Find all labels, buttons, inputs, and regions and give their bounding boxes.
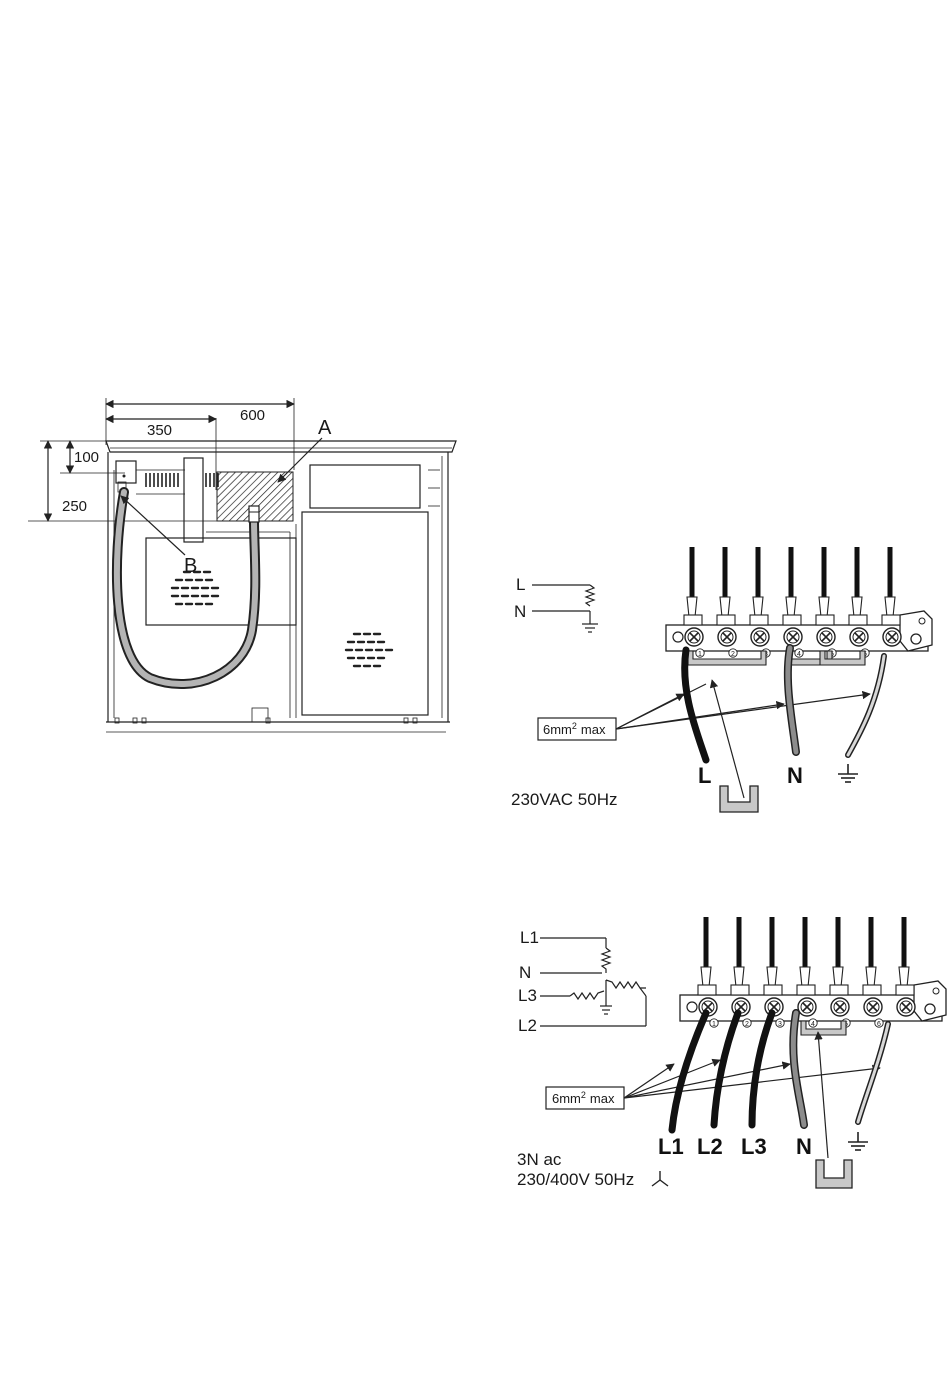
terminal-number: 6 — [877, 1021, 881, 1028]
wire-ferrule — [819, 597, 829, 617]
terminal-clamp — [698, 985, 716, 995]
terminal-label-l3: L3 — [741, 1134, 767, 1159]
terminal-number: 2 — [731, 651, 735, 658]
terminal-clamp — [830, 985, 848, 995]
terminal-clamp — [750, 615, 768, 625]
terminal-clamp — [849, 615, 867, 625]
dim-100-label: 100 — [74, 449, 99, 466]
symbol-label-l2: L2 — [518, 1016, 537, 1035]
oven-back-panel — [146, 538, 296, 625]
oven-vent-grill-right — [346, 634, 392, 666]
terminal-clamp — [717, 615, 735, 625]
worktop-rim — [106, 441, 456, 452]
supply-rating-single: 230VAC 50Hz — [511, 790, 617, 809]
bridge-link-icon — [801, 1021, 846, 1035]
terminal-clamp — [896, 985, 914, 995]
symbol-label-l: L — [516, 575, 525, 594]
terminal-label-l: L — [698, 763, 711, 788]
wire-ferrule — [734, 967, 744, 987]
bridge-leader — [818, 1032, 828, 1158]
terminal-clamp — [731, 985, 749, 995]
terminal-number: 1 — [712, 1021, 716, 1028]
wire-ferrule — [720, 597, 730, 617]
wire-ferrule — [767, 967, 777, 987]
hob-vent-slots — [146, 473, 218, 487]
terminal-clamp — [783, 615, 801, 625]
oven-right-panel — [302, 512, 428, 715]
label-b-leader — [121, 496, 185, 555]
phase-l3-conductor — [752, 1013, 772, 1125]
terminal-number: 4 — [797, 651, 801, 658]
label-a: A — [318, 417, 332, 439]
earth-ground-icon — [848, 1132, 868, 1150]
symbol-label-l1: L1 — [520, 928, 539, 947]
live-conductor — [685, 650, 706, 760]
wire-ferrule — [885, 597, 895, 617]
dim-250-label: 250 — [62, 498, 87, 515]
earth-conductor — [858, 1024, 888, 1122]
symbol-label-n: N — [514, 602, 526, 621]
earth-ground-icon — [582, 624, 598, 632]
supply-rating-line2: 230/400V 50Hz — [517, 1170, 634, 1189]
dim-350-label: 350 — [147, 422, 172, 439]
bridge-leader — [712, 680, 744, 798]
bridge-link-icon — [816, 1160, 852, 1188]
wire-ferrule — [753, 597, 763, 617]
hob-control-box — [310, 465, 420, 508]
terminal-clamp — [882, 615, 900, 625]
wire-ferrule — [899, 967, 909, 987]
wire-ferrule — [800, 967, 810, 987]
hob-support-column — [184, 458, 203, 542]
terminal-label-l1: L1 — [658, 1134, 684, 1159]
supply-rating-line1: 3N ac — [517, 1150, 562, 1169]
wire-ferrule — [687, 597, 697, 617]
installation-drawing: 600 350 100 250 — [28, 398, 456, 732]
terminal-block: 123456 — [666, 547, 932, 665]
terminal-clamp — [863, 985, 881, 995]
terminal-block: 123456 — [680, 917, 946, 1035]
phase-l1-conductor — [672, 1013, 706, 1130]
cable-gland — [249, 506, 259, 522]
terminal-label-n: N — [796, 1134, 812, 1159]
wire-ferrule — [786, 597, 796, 617]
label-a-leader — [278, 438, 322, 482]
earth-bracket — [900, 611, 932, 651]
terminal-clamp — [764, 985, 782, 995]
terminal-clamp — [816, 615, 834, 625]
wire-ferrule — [701, 967, 711, 987]
earth-conductor-outline — [848, 656, 884, 755]
symbol-label-l3: L3 — [518, 986, 537, 1005]
terminal-clamp — [797, 985, 815, 995]
cable-note-leaders — [616, 684, 870, 729]
dim-600-label: 600 — [240, 407, 265, 424]
terminal-number: 3 — [778, 1021, 782, 1028]
label-b: B — [184, 555, 197, 577]
phase-l2-conductor — [714, 1013, 738, 1125]
wire-ferrule — [866, 967, 876, 987]
terminal-number: 1 — [698, 651, 702, 658]
wire-ferrule — [852, 597, 862, 617]
bridge-link-icon — [720, 786, 758, 812]
earth-ground-icon — [838, 764, 858, 782]
terminal-label-n: N — [787, 763, 803, 788]
terminal-label-l2: L2 — [697, 1134, 723, 1159]
wye-star-icon — [652, 1171, 668, 1186]
earth-bracket — [914, 981, 946, 1021]
wire-ferrule — [833, 967, 843, 987]
terminal-box — [116, 461, 136, 483]
resistor-coil-icon — [532, 585, 594, 624]
symbol-label-n: N — [519, 963, 531, 982]
wye-star-icon — [540, 938, 646, 1026]
terminal-number: 2 — [745, 1021, 749, 1028]
terminal-clamp — [684, 615, 702, 625]
terminal-number: 4 — [811, 1021, 815, 1028]
